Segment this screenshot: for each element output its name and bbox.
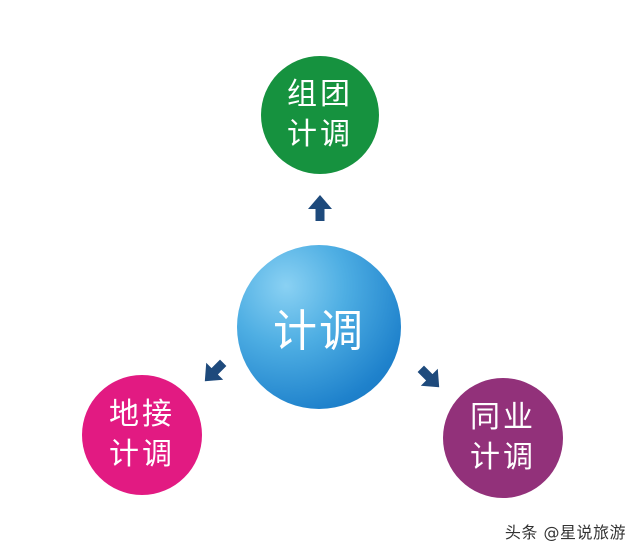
node-central-dispatcher: 计调: [237, 245, 401, 409]
node-top-line2: 计调: [287, 117, 353, 152]
node-group-tour-dispatcher: 组团 计调: [261, 56, 379, 174]
node-center-label: 计调: [273, 306, 365, 357]
arrow-up-icon: [308, 195, 332, 221]
arrow-down-right-icon: [417, 365, 440, 388]
node-right-line2: 计调: [470, 440, 536, 475]
node-left-line2: 计调: [109, 437, 175, 472]
arrow-down-left-icon: [204, 359, 227, 382]
node-local-receiving-dispatcher: 地接 计调: [82, 375, 202, 495]
node-peer-dispatcher: 同业 计调: [443, 378, 563, 498]
watermark: 头条 @星说旅游: [504, 523, 626, 542]
node-top-line1: 组团: [287, 77, 353, 112]
node-right-line1: 同业: [470, 400, 536, 435]
node-left-line1: 地接: [109, 397, 175, 432]
